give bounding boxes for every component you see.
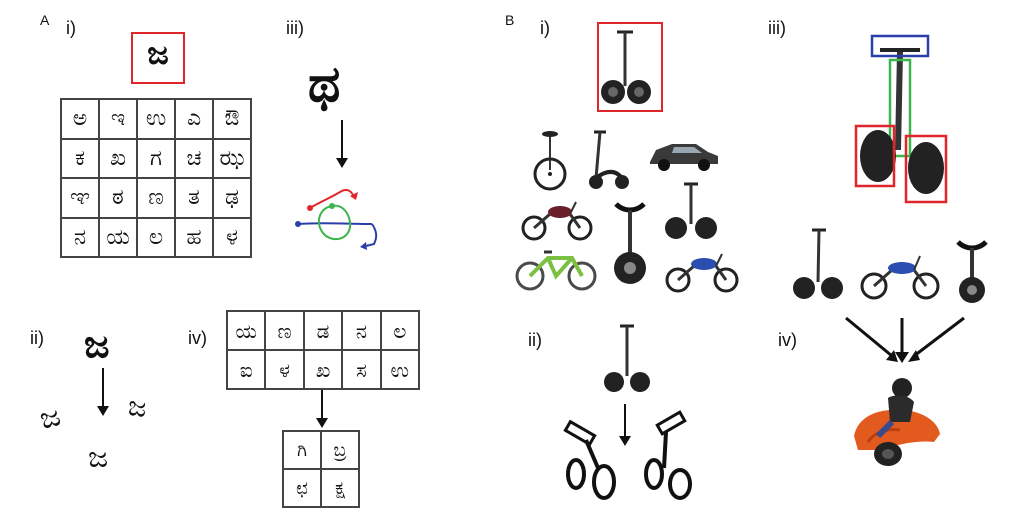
- grid-cell: ಯ: [227, 311, 266, 350]
- grid-cell: ಸ: [342, 350, 381, 389]
- grid-cell: ಚ: [175, 138, 213, 178]
- down-arrow: [336, 120, 348, 168]
- panel-b-ii-label: ii): [528, 330, 542, 350]
- grid-cell: ಕ್ಷ: [321, 469, 359, 507]
- grid-cell: ಣ: [265, 311, 304, 350]
- panel-a-iv-label: iv): [188, 328, 207, 348]
- grid-cell: ಡ: [303, 311, 343, 350]
- scooter-image: [589, 130, 629, 189]
- panel-b-iii-label: iii): [768, 18, 786, 38]
- grid-cell: ಔ: [213, 99, 251, 139]
- panel-a-iii-label: iii): [286, 18, 304, 38]
- unicycle-image: [533, 131, 567, 191]
- grid-cell: ಗಿ: [283, 431, 321, 469]
- grid-cell: ಗ: [137, 138, 175, 178]
- stroke-parse-diagram: [295, 189, 378, 250]
- motorcycle-image: [521, 201, 593, 241]
- segway-image: [604, 324, 650, 392]
- grid-cell: ಬ್ರ: [321, 431, 359, 469]
- grid-cell: ಐ: [227, 350, 266, 389]
- grid-cell: ಲ: [380, 311, 419, 350]
- panel-a-ii-label: ii): [30, 328, 44, 348]
- grid-cell: ಹ: [175, 217, 213, 257]
- grid-cell: ಉ: [137, 99, 175, 139]
- grid-cell: ನ: [61, 217, 99, 257]
- grid-cell: ಝ: [213, 138, 251, 178]
- down-arrow: [97, 368, 109, 416]
- grid-cell: ಕ: [61, 138, 99, 178]
- generated-variant-1: ಜ: [36, 398, 65, 437]
- segway-image: [665, 182, 717, 239]
- grid-cell: ಛ: [283, 469, 321, 507]
- converging-arrows: [845, 316, 965, 363]
- generated-variant-3: ಜ: [88, 440, 109, 475]
- target-character: ಜ: [147, 34, 169, 72]
- motorcycle-image: [665, 253, 739, 293]
- grid-cell: ಉ: [380, 350, 419, 389]
- target-character-box: [131, 32, 185, 84]
- grid-cell: ಳ: [265, 350, 304, 389]
- segway-image: [793, 228, 843, 299]
- grid-cell: ಳ: [213, 217, 251, 257]
- bicycle-image: [515, 250, 597, 291]
- grid-cell: ಲ: [137, 217, 175, 257]
- grid-cell: ಖ: [99, 138, 137, 178]
- panel-b-i-label: i): [540, 18, 550, 38]
- down-arrow: [316, 390, 328, 428]
- grid-cell: ಯ: [99, 217, 137, 257]
- generated-variant-2: ಜ: [125, 388, 150, 425]
- panel-a-i-label: i): [66, 18, 76, 38]
- grid-cell: ಇ: [99, 99, 137, 139]
- unicycle-image: [956, 240, 988, 303]
- grid-cell: ಅ: [61, 99, 99, 139]
- grid-cell: ಞ: [61, 178, 99, 218]
- grid-cell: ಖ: [303, 350, 343, 389]
- panel-b-label: B: [505, 12, 515, 28]
- grid-cell: ಎ: [175, 99, 213, 139]
- segway-image: [601, 30, 651, 104]
- model-character: ಜ: [84, 322, 110, 366]
- grid-cell: ಠ: [99, 178, 137, 218]
- generated-segway-2: [644, 410, 692, 500]
- grid-cell: ತ: [175, 178, 213, 218]
- motorcycle-image: [860, 255, 940, 300]
- panel-b-iv-label: iv): [778, 330, 797, 350]
- grid-cell: ಢ: [213, 178, 251, 218]
- grid-cell: ಣ: [137, 178, 175, 218]
- down-arrow: [619, 404, 631, 446]
- parsed-character: ಥ: [308, 55, 341, 113]
- grid-cell: ನ: [342, 311, 381, 350]
- generated-segway-1: [563, 419, 616, 500]
- segway-parts-diagram: [854, 34, 948, 204]
- unicycle-image: [614, 202, 646, 284]
- target-object-box: [597, 22, 663, 112]
- panel-a-label: A: [40, 12, 50, 28]
- car-image: [650, 144, 718, 171]
- generated-vehicle-image: [854, 378, 940, 466]
